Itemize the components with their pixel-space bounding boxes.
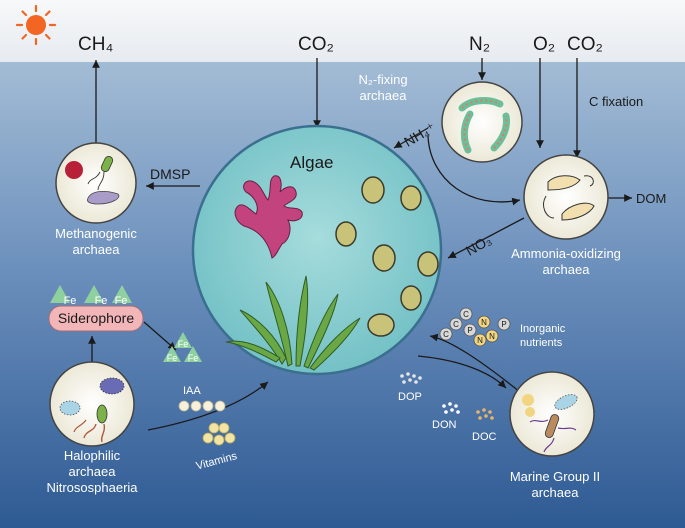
fe-free-label-1: Fe bbox=[178, 339, 189, 349]
nutrient-n-2: N bbox=[485, 329, 499, 343]
nutrient-n-1: N bbox=[477, 315, 491, 329]
inorganic-label-2: nutrients bbox=[520, 337, 563, 349]
o2-label: O₂ bbox=[533, 34, 555, 55]
methanogenic-label-2: archaea bbox=[73, 242, 121, 257]
arrow-no3 bbox=[447, 217, 525, 259]
co2-aoa-label: CO₂ bbox=[567, 34, 603, 55]
halophilic-label-3: Nitrososphaeria bbox=[46, 480, 138, 495]
arrow-siderophore-fe bbox=[143, 321, 177, 351]
nutrient-beads: C C C P N N P N bbox=[439, 307, 511, 347]
nutrient-c-1: C bbox=[439, 327, 453, 341]
ch4-label: CH₄ bbox=[78, 34, 113, 55]
fe-triangles-free bbox=[163, 332, 202, 362]
svg-text:C: C bbox=[463, 310, 469, 319]
algae-label: Algae bbox=[290, 153, 333, 172]
dop-dots bbox=[400, 372, 422, 384]
svg-text:N: N bbox=[489, 332, 495, 341]
fe-label-3: Fe bbox=[115, 295, 128, 307]
doc-label: DOC bbox=[472, 431, 497, 443]
n2-fixing-label-2: archaea bbox=[360, 88, 408, 103]
co2-algae-label: CO₂ bbox=[298, 34, 334, 55]
iaa-label: IAA bbox=[183, 385, 201, 397]
ammonia-label-2: archaea bbox=[543, 262, 591, 277]
fe-free-label-2: Fe bbox=[167, 353, 178, 363]
svg-text:P: P bbox=[467, 326, 472, 335]
vitamin-molecules bbox=[202, 422, 236, 446]
algae-cells bbox=[335, 176, 439, 337]
svg-text:C: C bbox=[453, 320, 459, 329]
ammonia-oxidizing-cell bbox=[523, 154, 609, 240]
seaweed-icon bbox=[234, 175, 303, 259]
don-dots bbox=[442, 402, 460, 414]
methanogenic-cell bbox=[55, 142, 137, 224]
algae-cell: Algae bbox=[191, 124, 443, 376]
nutrient-n-3: N bbox=[473, 333, 487, 347]
kelp-icon bbox=[225, 275, 361, 371]
fe-label-1: Fe bbox=[64, 295, 77, 307]
dom-label: DOM bbox=[636, 191, 666, 206]
dmsp-label: DMSP bbox=[150, 166, 190, 182]
fe-triangles-top bbox=[50, 285, 132, 303]
n2-fixing-label-1: N₂-fixing bbox=[358, 72, 407, 87]
sun-icon bbox=[15, 4, 57, 46]
fe-free-label-3: Fe bbox=[188, 353, 199, 363]
n2-fixing-cell bbox=[441, 81, 523, 163]
doc-dots bbox=[476, 408, 494, 420]
iaa-molecules bbox=[178, 400, 226, 412]
halophilic-label-1: Halophilic bbox=[64, 448, 121, 463]
flow-arrows bbox=[88, 58, 632, 431]
n2-label: N₂ bbox=[469, 34, 490, 55]
nutrient-p-2: P bbox=[497, 317, 511, 331]
arrow-dissolved-organic bbox=[417, 355, 507, 389]
nutrient-p-1: P bbox=[463, 323, 477, 337]
mg2-label-1: Marine Group II bbox=[510, 469, 600, 484]
ammonia-label-1: Ammonia-oxidizing bbox=[511, 246, 621, 261]
marine-group-ii-cell bbox=[509, 371, 595, 457]
svg-text:N: N bbox=[481, 318, 487, 327]
fe-label-2: Fe bbox=[95, 295, 108, 307]
svg-text:N: N bbox=[477, 336, 483, 345]
sky bbox=[0, 0, 685, 62]
svg-text:C: C bbox=[443, 330, 449, 339]
inorganic-label-1: Inorganic bbox=[520, 323, 566, 335]
methanogenic-label-1: Methanogenic bbox=[55, 226, 137, 241]
don-label: DON bbox=[432, 419, 457, 431]
dop-label: DOP bbox=[398, 391, 422, 403]
mg2-label-2: archaea bbox=[532, 485, 580, 500]
halophilic-cell bbox=[49, 361, 135, 447]
siderophore-label: Siderophore bbox=[58, 310, 134, 326]
arrow-iaa bbox=[147, 381, 269, 431]
arrow-nh4 bbox=[393, 127, 429, 149]
arrow-nh4-to-aoa bbox=[427, 135, 521, 206]
c-fixation-label: C fixation bbox=[589, 94, 643, 109]
nutrient-c-2: C bbox=[449, 317, 463, 331]
siderophore-pill bbox=[48, 305, 144, 332]
svg-text:P: P bbox=[501, 320, 506, 329]
halophilic-label-2: archaea bbox=[69, 464, 117, 479]
nutrient-c-3: C bbox=[459, 307, 473, 321]
arrow-inorganic bbox=[429, 333, 521, 393]
